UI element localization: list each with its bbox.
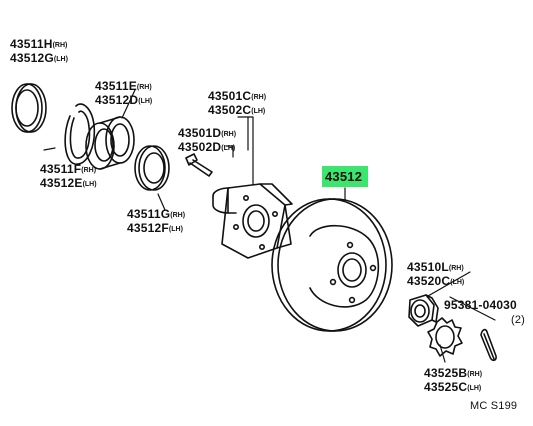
part-number: 43512 <box>325 169 363 184</box>
label-43511g: 43511G(RH) <box>127 207 185 223</box>
leader-lines <box>43 89 496 363</box>
label-43525b: 43525B(RH) <box>424 366 482 382</box>
nut-lock-cap-drawing <box>427 317 463 357</box>
part-number: 95381-04030 <box>444 298 517 312</box>
label-43525c: 43525C(LH) <box>424 380 481 396</box>
label-43501c: 43501C(RH) <box>208 89 266 105</box>
side-suffix: (RH) <box>221 131 237 138</box>
part-number: 43511H <box>10 37 53 51</box>
brake-disc-drawing <box>271 198 393 332</box>
label-43511h: 43511H(RH) <box>10 37 67 53</box>
label-43502c: 43502C(LH) <box>208 103 265 119</box>
label-43512e: 43512E(LH) <box>40 176 97 192</box>
label-43511f: 43511F(RH) <box>40 162 96 178</box>
diagram-code: MC S199 <box>470 400 518 412</box>
part-number: 43512E <box>40 176 83 190</box>
part-number: 43511E <box>95 79 137 93</box>
oil-seal-drawing <box>11 83 47 133</box>
highlighted-part-box <box>322 166 368 187</box>
label-43520c: 43520C(LH) <box>407 274 464 290</box>
axle-hub-drawing <box>212 183 293 259</box>
side-suffix: (LH) <box>53 56 68 63</box>
part-number: 43512D <box>95 93 139 107</box>
label-43511e: 43511E(RH) <box>95 79 152 95</box>
part-number: 43512F <box>127 221 169 235</box>
side-suffix: (LH) <box>168 226 183 233</box>
side-suffix: (RH) <box>52 42 68 49</box>
side-suffix: (LH) <box>221 145 236 152</box>
side-suffix: (LH) <box>82 181 97 188</box>
label-43501d: 43501D(RH) <box>178 126 236 142</box>
label-95381-04030: 95381-04030 <box>444 298 517 312</box>
part-number: 43502D <box>178 140 222 154</box>
part-number: 43511G <box>127 207 171 221</box>
label-43512g: 43512G(LH) <box>10 51 68 67</box>
side-suffix: (LH) <box>138 98 153 105</box>
side-suffix: (RH) <box>467 371 483 378</box>
side-suffix: (RH) <box>170 212 186 219</box>
label-43512-highlighted[interactable]: 43512 <box>325 170 362 184</box>
side-suffix: (LH) <box>251 108 266 115</box>
label-43502d: 43502D(LH) <box>178 140 235 156</box>
part-number: 43525C <box>424 380 468 394</box>
cotter-pin-drawing <box>480 328 497 362</box>
side-suffix: (RH) <box>251 94 267 101</box>
label-43512d: 43512D(LH) <box>95 93 152 109</box>
snap-ring-drawing <box>64 103 96 165</box>
part-number: 43520C <box>407 274 451 288</box>
hub-bolt-drawing <box>185 153 213 177</box>
quantity-label: (2) <box>511 314 526 326</box>
side-suffix: (RH) <box>81 167 97 174</box>
part-number: 43512G <box>10 51 54 65</box>
part-number: 43510L <box>407 260 449 274</box>
part-number: 43501D <box>178 126 222 140</box>
label-43512f: 43512F(LH) <box>127 221 183 237</box>
side-suffix: (RH) <box>448 265 464 272</box>
hub-nut-drawing <box>408 294 439 327</box>
part-number: 43502C <box>208 103 252 117</box>
side-suffix: (LH) <box>450 279 465 286</box>
label-43510l: 43510L(RH) <box>407 260 464 276</box>
part-number: 43525B <box>424 366 468 380</box>
side-suffix: (RH) <box>136 84 152 91</box>
inner-seal-drawing <box>134 145 170 191</box>
part-number: 43511F <box>40 162 82 176</box>
side-suffix: (LH) <box>467 385 482 392</box>
part-number: 43501C <box>208 89 252 103</box>
bearing-drawing <box>85 116 135 170</box>
